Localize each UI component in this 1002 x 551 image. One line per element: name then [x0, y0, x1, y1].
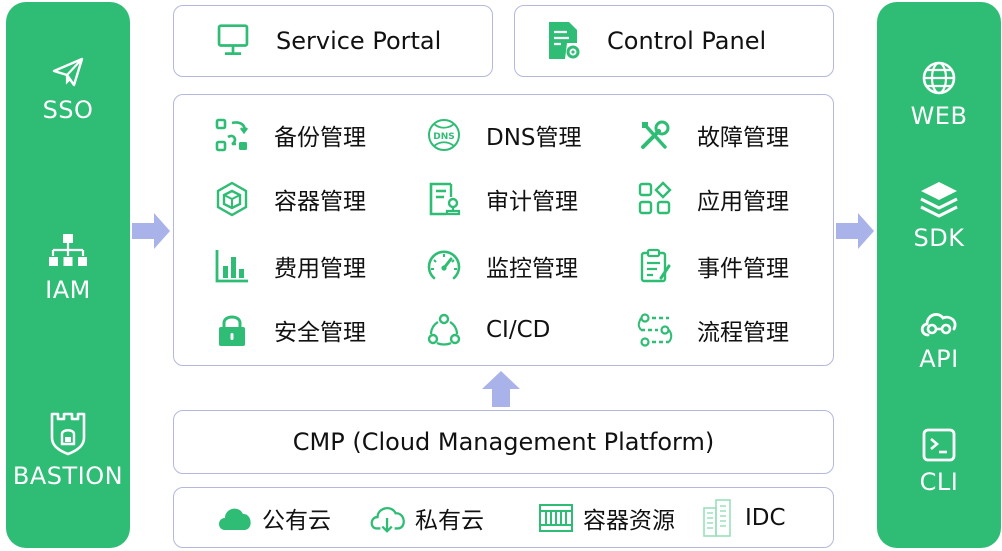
module-label: 审计管理: [486, 189, 578, 215]
module-label: 应用管理: [697, 189, 789, 215]
cicd-cycle-icon: [427, 313, 461, 346]
infra-label: 公有云: [262, 507, 331, 534]
arrow-right-icon: [836, 213, 874, 249]
paper-plane-icon: [52, 57, 84, 87]
module-cost[interactable]: 费用管理: [214, 246, 366, 286]
infra-private-cloud[interactable]: 私有云: [369, 488, 484, 547]
datacenter-icon: [703, 498, 731, 537]
public-cloud-icon: [219, 508, 251, 530]
module-label: 流程管理: [697, 320, 789, 346]
arrow-up-icon: [482, 371, 520, 407]
module-apps[interactable]: 应用管理: [637, 179, 789, 219]
left-panel: SSO IAM BASTION: [6, 2, 130, 548]
sso-label: SSO: [42, 96, 94, 124]
module-label: 事件管理: [697, 256, 789, 282]
api-item[interactable]: API: [877, 307, 1001, 373]
cloud-link-icon: [920, 313, 957, 337]
gauge-icon: [427, 250, 461, 280]
module-event[interactable]: 事件管理: [637, 246, 789, 286]
sso-item[interactable]: SSO: [6, 54, 130, 124]
container-icon: [216, 181, 248, 217]
container-resource-icon: [539, 503, 573, 532]
control-panel-label: Control Panel: [607, 27, 767, 55]
module-dns[interactable]: DNS DNS管理: [426, 115, 582, 155]
apps-icon: [638, 181, 672, 215]
module-label: 费用管理: [274, 256, 366, 282]
private-cloud-icon: [370, 506, 405, 533]
cli-item[interactable]: CLI: [877, 428, 1001, 496]
terminal-icon: [922, 428, 956, 462]
cmp-box[interactable]: CMP (Cloud Management Platform): [173, 410, 834, 474]
module-workflow[interactable]: 流程管理: [637, 310, 789, 350]
module-label: CI/CD: [486, 317, 551, 343]
infra-idc[interactable]: IDC: [699, 488, 786, 547]
cli-label: CLI: [919, 468, 959, 496]
infra-label: 私有云: [415, 507, 484, 534]
globe-icon: [922, 61, 956, 95]
web-label: WEB: [910, 102, 968, 130]
workflow-icon: [637, 313, 673, 347]
module-cicd[interactable]: CI/CD: [426, 310, 550, 350]
web-item[interactable]: WEB: [877, 60, 1001, 130]
module-label: 监控管理: [486, 256, 578, 282]
cmp-label: CMP (Cloud Management Platform): [292, 428, 715, 456]
service-portal-box[interactable]: Service Portal: [173, 5, 493, 77]
clipboard-icon: [640, 248, 671, 283]
module-security[interactable]: 安全管理: [214, 310, 366, 350]
audit-icon: [429, 182, 461, 216]
bastion-label: BASTION: [12, 462, 124, 490]
module-backup[interactable]: 备份管理: [214, 115, 366, 155]
module-label: 容器管理: [274, 189, 366, 215]
lock-icon: [219, 315, 245, 346]
org-chart-icon: [49, 234, 87, 266]
module-fault[interactable]: 故障管理: [637, 115, 789, 155]
dns-icon: DNS: [428, 119, 460, 151]
service-portal[interactable]: Service Portal: [216, 6, 441, 76]
fortress-shield-icon: [50, 412, 86, 456]
infra-container-resource[interactable]: 容器资源: [537, 488, 675, 547]
bastion-item[interactable]: BASTION: [6, 410, 130, 490]
iam-label: IAM: [45, 276, 91, 304]
module-label: 安全管理: [274, 320, 366, 346]
sdk-item[interactable]: SDK: [877, 180, 1001, 252]
iam-item[interactable]: IAM: [6, 232, 130, 304]
cost-chart-icon: [215, 250, 248, 283]
module-container[interactable]: 容器管理: [214, 179, 366, 219]
sdk-label: SDK: [913, 224, 965, 252]
settings-document-icon: [549, 22, 580, 59]
layers-icon: [920, 182, 958, 218]
control-panel-box[interactable]: Control Panel: [514, 5, 834, 77]
right-panel: WEB SDK API CLI: [877, 2, 1001, 548]
arrow-right-icon: [132, 213, 170, 249]
tools-icon: [641, 120, 670, 149]
monitor-icon: [217, 24, 249, 55]
module-label: DNS管理: [486, 125, 582, 151]
infra-label: IDC: [745, 504, 786, 531]
api-label: API: [919, 345, 959, 373]
infra-public-cloud[interactable]: 公有云: [216, 488, 331, 547]
module-label: 备份管理: [274, 125, 366, 151]
control-panel[interactable]: Control Panel: [547, 6, 766, 76]
module-audit[interactable]: 审计管理: [426, 179, 578, 219]
module-monitor[interactable]: 监控管理: [426, 246, 578, 286]
backup-icon: [215, 118, 249, 152]
infra-label: 容器资源: [583, 507, 675, 534]
management-modules-box: 备份管理 DNS DNS管理 故障管理 容器管理: [173, 94, 834, 366]
module-label: 故障管理: [697, 125, 789, 151]
infrastructure-box: 公有云 私有云 容器资源 IDC: [173, 487, 834, 548]
service-portal-label: Service Portal: [276, 27, 442, 55]
svg-text:DNS: DNS: [433, 132, 455, 142]
